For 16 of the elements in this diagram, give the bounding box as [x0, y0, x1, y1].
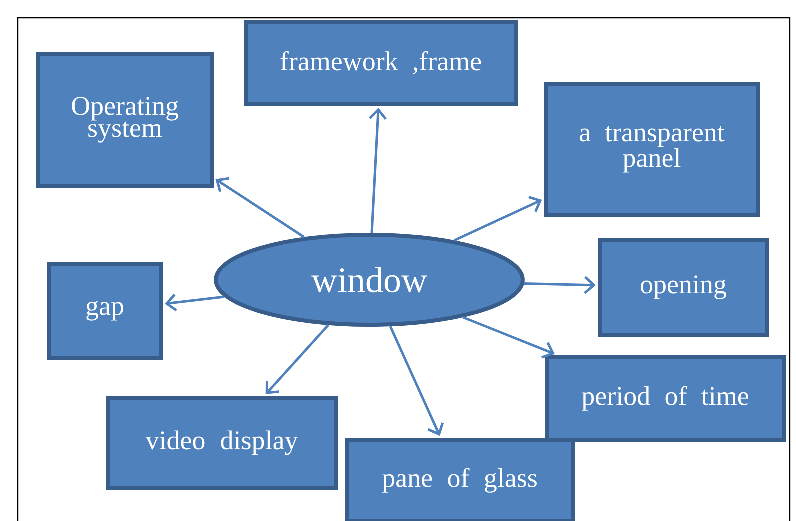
arrow: [524, 276, 596, 294]
arrow: [454, 196, 542, 242]
arrow: [216, 177, 305, 238]
concept-box: period of time: [545, 355, 786, 442]
concept-box: pane of glass: [345, 438, 575, 521]
concept-box: gap: [47, 262, 163, 360]
concept-box: Operating system: [36, 52, 214, 188]
concept-box: framework ,frame: [244, 20, 518, 106]
arrow: [389, 326, 444, 436]
concept-box: video display: [106, 396, 338, 490]
arrow: [369, 108, 387, 234]
arrow: [165, 294, 225, 312]
concept-box: opening: [598, 238, 769, 337]
arrow: [266, 324, 330, 395]
arrow: [462, 316, 555, 359]
concept-box: a transparent panel: [544, 82, 760, 217]
